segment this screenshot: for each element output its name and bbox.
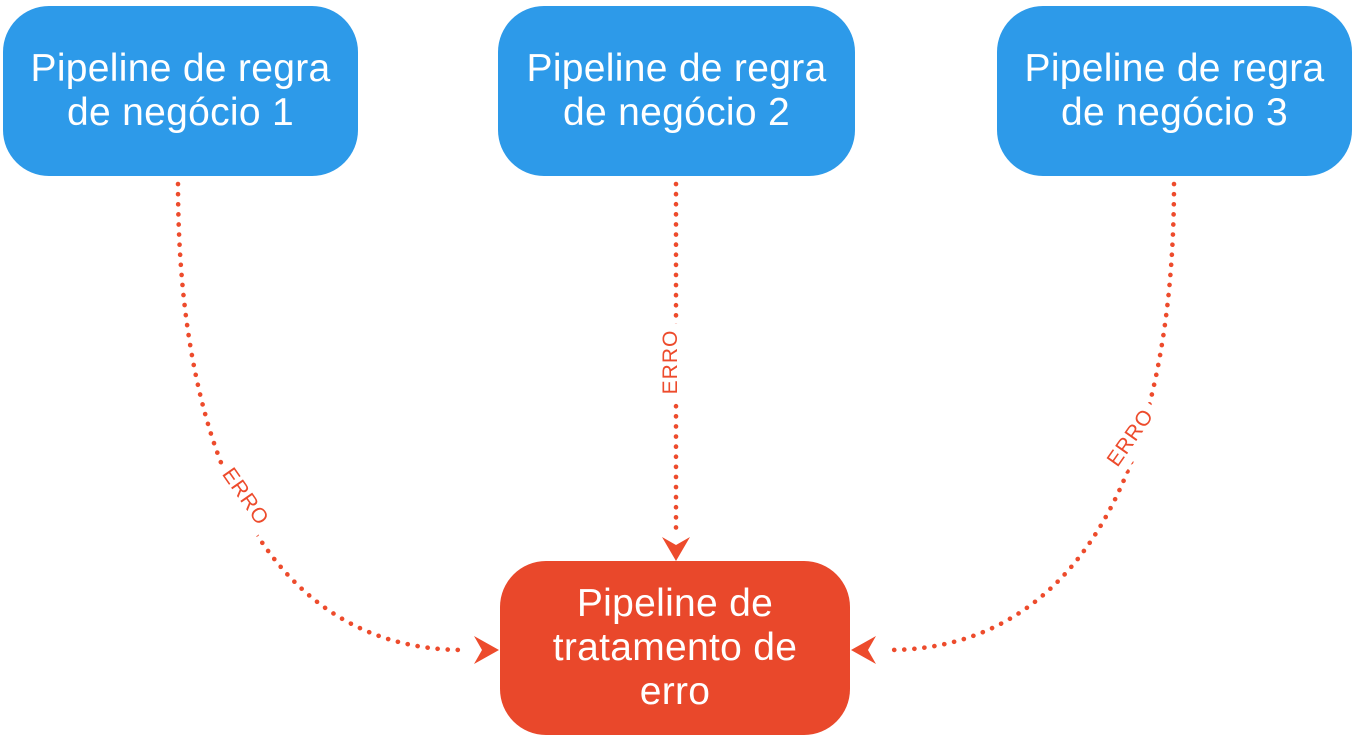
node-label: Pipeline de tratamento de erro — [552, 582, 798, 713]
arrowhead-right-icon — [474, 636, 499, 664]
node-pipeline-regra-negocio-3[interactable]: Pipeline de regra de negócio 3 — [997, 6, 1352, 176]
node-pipeline-regra-negocio-1[interactable]: Pipeline de regra de negócio 1 — [3, 6, 358, 176]
edge-regra3-to-erro — [885, 181, 1177, 653]
edge-label-erro-2: ERRO — [656, 323, 686, 401]
node-label: Pipeline de regra de negócio 3 — [1024, 47, 1325, 134]
node-pipeline-tratamento-erro[interactable]: Pipeline de tratamento de erro — [500, 561, 850, 735]
edge-regra1-to-erro — [175, 181, 467, 653]
node-pipeline-regra-negocio-2[interactable]: Pipeline de regra de negócio 2 — [498, 6, 855, 176]
node-label: Pipeline de regra de negócio 1 — [30, 47, 331, 134]
node-label: Pipeline de regra de negócio 2 — [526, 47, 827, 134]
arrowhead-left-icon — [851, 636, 876, 664]
arrowhead-down-icon — [662, 537, 690, 561]
